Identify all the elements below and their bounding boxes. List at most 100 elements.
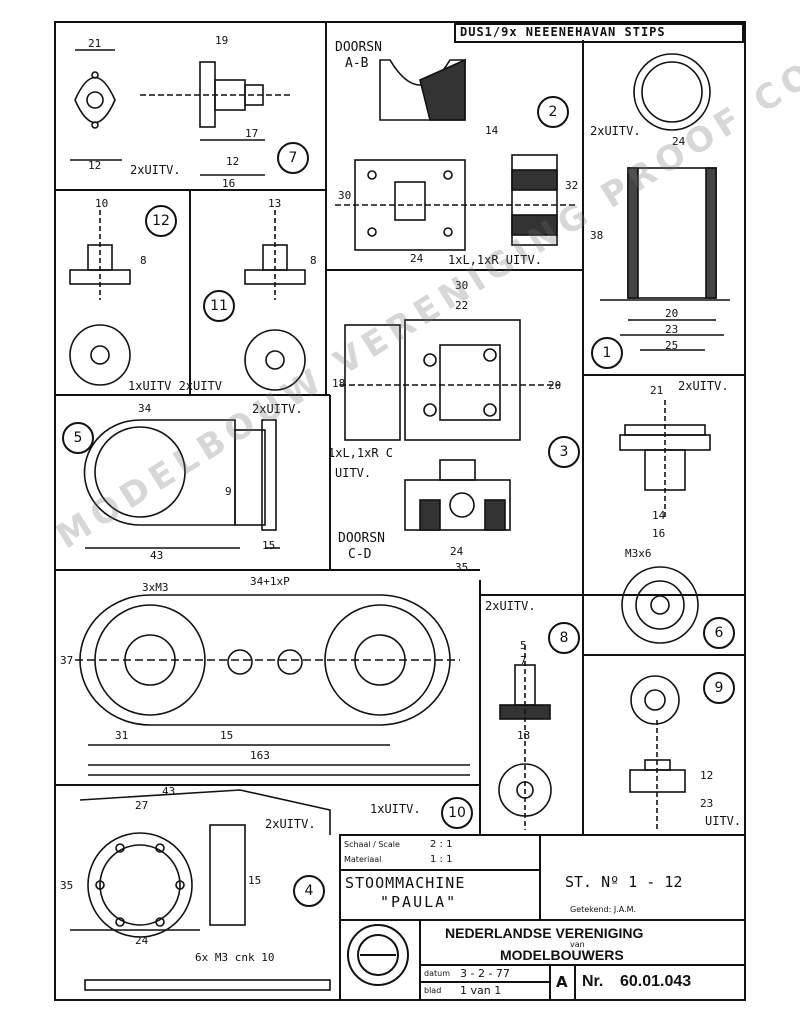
qty-note-part-1: 2xUITV. xyxy=(590,124,641,138)
date-label: datum xyxy=(424,969,450,978)
part-number-12: 12 xyxy=(145,205,177,237)
dim-label: 7 xyxy=(520,654,527,667)
dim-label: 163 xyxy=(250,749,270,762)
dim-label: 10 xyxy=(95,197,109,210)
qty-note-part-10: 1xUITV. xyxy=(370,802,421,816)
sheet-number: ST. Nº 1 - 12 xyxy=(565,873,683,891)
dim-label: 23 xyxy=(665,323,679,336)
header-strip-text: DUS1/9x NEEENEHAVAN STIPS xyxy=(460,25,666,39)
qty-note-part-9: UITV. xyxy=(705,814,742,828)
part-1-drawing xyxy=(600,53,730,351)
sheet-of-value: 1 van 1 xyxy=(460,984,502,997)
qty-note-part-3b: UITV. xyxy=(335,466,372,480)
dim-label: 34 xyxy=(138,402,152,415)
drawing-subtitle: "PAULA" xyxy=(380,893,458,911)
dim-label: 30 xyxy=(338,189,352,202)
qty-note-part-6: 2xUITV. xyxy=(678,379,729,393)
date-value: 3 - 2 - 77 xyxy=(460,967,510,980)
paper-format: A xyxy=(556,973,568,991)
qty-note-part-7: 2xUITV. xyxy=(130,163,181,177)
dim-label: 14 xyxy=(652,509,666,522)
section-label-doorsn: DOORSN xyxy=(335,40,382,55)
dim-label: 16 xyxy=(652,527,666,540)
qty-note-part-3a: 1xL,1xR C xyxy=(328,446,394,460)
part-6-drawing xyxy=(619,400,711,644)
org-emblem xyxy=(347,924,409,986)
part-number-6: 6 xyxy=(703,617,735,649)
org-name-line1: NEDERLANDSE VERENIGING xyxy=(445,925,644,941)
title-block-scale-value: 2 : 1 xyxy=(430,839,453,850)
title-block-scale-label: Schaal / Scale xyxy=(344,840,400,849)
part-12-11-drawing xyxy=(69,210,306,391)
section-label-ab: A-B xyxy=(345,56,369,71)
part-number-2: 2 xyxy=(537,96,569,128)
dim-label: 12 xyxy=(88,159,102,172)
note-bore: 6x M3 cnk 10 xyxy=(195,951,275,964)
title-block-frame xyxy=(339,834,746,1001)
dim-label: 34+1xP xyxy=(250,575,290,588)
dim-label: 35 xyxy=(455,561,469,574)
section-label-cd: C-D xyxy=(348,547,372,562)
qty-note-part-8: 2xUITV. xyxy=(485,599,536,613)
dim-label: 15 xyxy=(220,729,234,742)
part-number-4: 4 xyxy=(293,875,325,907)
note-3xm3: 3xM3 xyxy=(142,581,169,594)
dim-label: 30 xyxy=(455,279,469,292)
dim-label: 32 xyxy=(565,179,579,192)
dim-label: 17 xyxy=(245,127,259,140)
dim-label: 35 xyxy=(60,879,74,892)
dim-label: 24 xyxy=(450,545,464,558)
dim-label: 8 xyxy=(140,254,147,267)
base-plate-drawing xyxy=(75,594,470,776)
dim-label: 24 xyxy=(135,934,149,947)
title-block-material-value: 1 : 1 xyxy=(430,854,453,865)
dim-label: 24 xyxy=(672,135,686,148)
dim-label: 20 xyxy=(665,307,679,320)
dim-label: 14 xyxy=(485,124,499,137)
dim-label: 31 xyxy=(115,729,129,742)
dim-label: 25 xyxy=(665,339,679,352)
document-number: 60.01.043 xyxy=(620,973,692,990)
dim-label: 19 xyxy=(215,34,229,47)
part-5-drawing xyxy=(83,419,280,549)
dim-label: 15 xyxy=(248,874,262,887)
header-strip-box xyxy=(454,23,744,43)
part-number-8: 8 xyxy=(548,622,580,654)
part-3-drawing xyxy=(340,319,560,531)
sheet-of-label: blad xyxy=(424,986,442,995)
dim-label: 16 xyxy=(222,177,236,190)
part-number-11: 11 xyxy=(203,290,235,322)
part-8-drawing xyxy=(498,645,552,830)
dim-label: 15 xyxy=(262,539,276,552)
part-number-10: 10 xyxy=(441,797,473,829)
section-label-doorsn-cd: DOORSN xyxy=(338,531,385,546)
org-name-line3: MODELBOUWERS xyxy=(500,947,624,963)
dim-label: 43 xyxy=(162,785,176,798)
dim-label: 20 xyxy=(548,379,562,392)
qty-note-part-2: 1xL,1xR UITV. xyxy=(448,253,542,267)
dim-label: 37 xyxy=(60,654,74,667)
dim-label: 9 xyxy=(225,485,232,498)
part-number-1: 1 xyxy=(591,337,623,369)
part-number-5: 5 xyxy=(62,422,94,454)
dim-label: 21 xyxy=(650,384,664,397)
dim-label: 5 xyxy=(520,639,527,652)
dim-label: 8 xyxy=(310,254,317,267)
part-4-drawing xyxy=(70,789,331,991)
dim-label: 22 xyxy=(455,299,469,312)
part-2-drawing xyxy=(335,58,575,251)
document-number-label: Nr. xyxy=(582,973,604,990)
dim-label: 12 xyxy=(226,155,240,168)
part-9-drawing xyxy=(629,675,686,830)
part-number-7: 7 xyxy=(277,142,309,174)
note-m3x6: M3x6 xyxy=(625,547,652,560)
drawing-title: STOOMMACHINE xyxy=(345,874,466,892)
dim-label: 24 xyxy=(410,252,424,265)
title-block-material-label: Materiaal xyxy=(344,855,382,864)
part-7-drawing xyxy=(70,49,290,176)
dim-label: 13 xyxy=(268,197,282,210)
dim-label: 21 xyxy=(88,37,102,50)
dim-label: 12 xyxy=(700,769,714,782)
